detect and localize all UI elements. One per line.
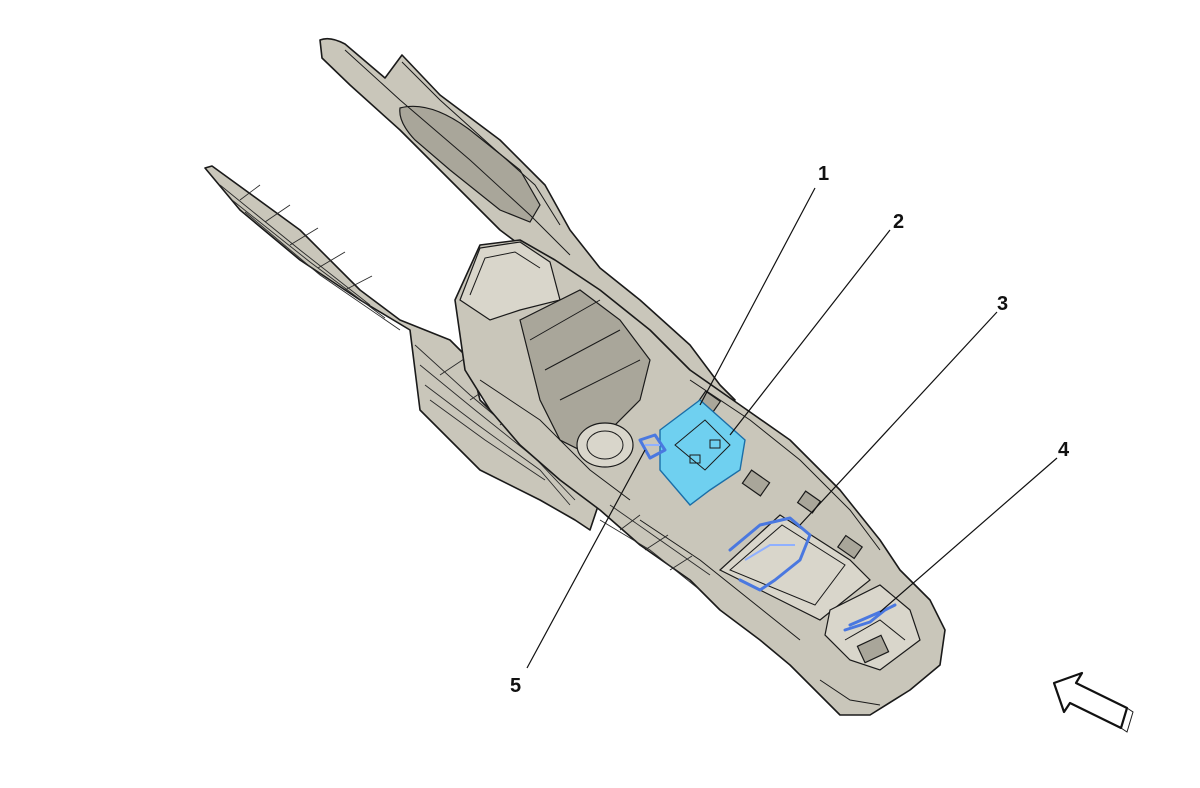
leader-line-1 [699, 187, 816, 406]
view-direction-arrow-icon [1052, 671, 1134, 733]
lower-grille [599, 504, 711, 591]
callout-3: 3 [997, 293, 1008, 315]
module-connector-highlight [638, 433, 667, 460]
wiring-harness-highlight [728, 516, 812, 592]
leader-line-4 [879, 457, 1058, 613]
callout-4: 4 [1058, 439, 1070, 461]
callout-5: 5 [510, 675, 521, 697]
leader-line-3 [799, 311, 998, 526]
callout-2: 2 [893, 211, 904, 233]
console-upper-arm [319, 37, 736, 406]
leader-line-2 [729, 229, 891, 436]
control-module-highlight [659, 399, 746, 506]
leader-line-5 [526, 449, 646, 669]
callout-1: 1 [818, 163, 829, 185]
rear-connector-highlight [843, 603, 897, 632]
